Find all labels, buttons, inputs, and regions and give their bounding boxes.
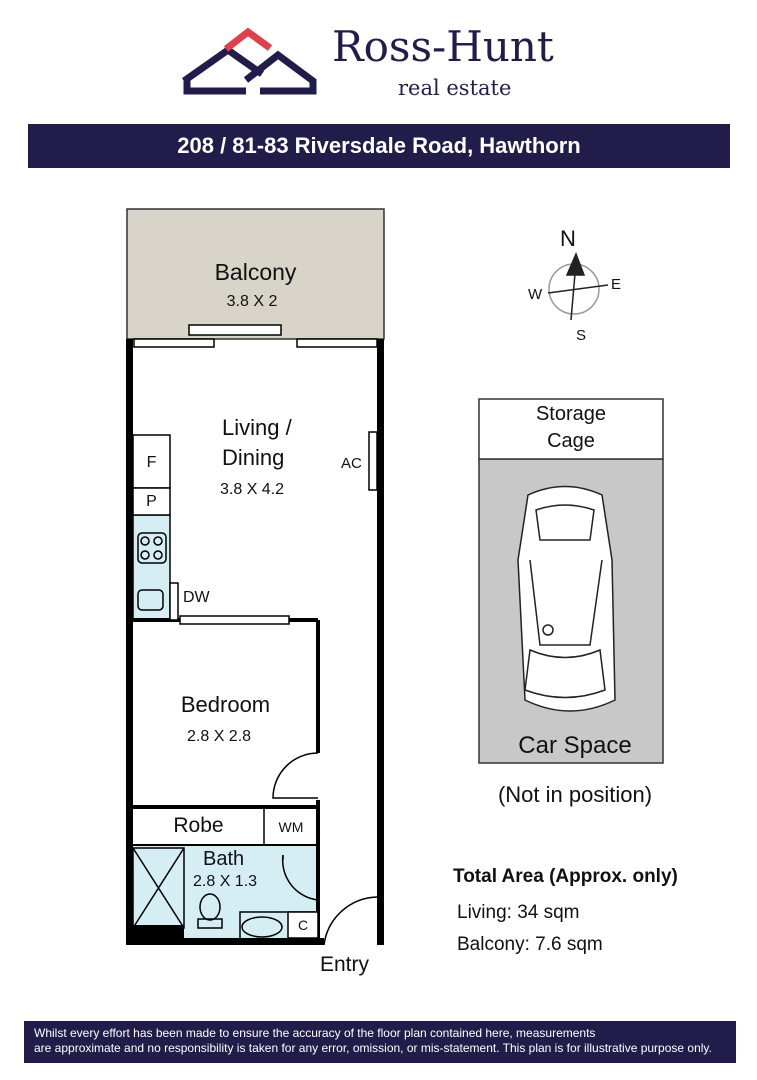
property-address-title: 208 / 81-83 Riversdale Road, Hawthorn <box>28 124 730 168</box>
storage-cage-label-line1: Storage <box>535 403 607 425</box>
balcony-size: 3.8 X 2 <box>226 293 278 310</box>
balcony-area <box>126 208 385 340</box>
living-label-line2: Dining <box>222 445 285 470</box>
bath-size: 2.8 X 1.3 <box>193 873 258 890</box>
robe-label: Robe <box>173 814 224 837</box>
disclaimer-line1: Whilst every effort has been made to ens… <box>34 1026 596 1040</box>
storage-cage-area <box>478 398 664 460</box>
fridge-label: F <box>146 454 157 471</box>
disclaimer-line2: are approximate and no responsibility is… <box>34 1041 712 1055</box>
ac-label: AC <box>341 455 362 472</box>
walls <box>126 339 384 945</box>
dishwasher-label: DW <box>183 589 210 606</box>
brand-tagline: real estate <box>398 76 512 100</box>
storage-cage-label-line2: Cage <box>547 430 595 452</box>
brand-name: Ross-Hunt <box>332 22 554 71</box>
entry-label: Entry <box>320 953 370 976</box>
compass-north: N <box>560 226 576 251</box>
cupboard-label: C <box>297 917 309 933</box>
compass-south: S <box>576 327 587 344</box>
bedroom-size: 2.8 X 2.8 <box>187 728 252 745</box>
living-area: Living: 34 sqm <box>457 902 580 923</box>
disclaimer: Whilst every effort has been made to ens… <box>24 1021 736 1063</box>
bath-area <box>133 845 318 938</box>
bath-label: Bath <box>203 848 245 870</box>
balcony-area-text: Balcony: 7.6 sqm <box>457 934 603 955</box>
car-icon <box>517 485 616 712</box>
compass-icon <box>547 252 609 321</box>
car-space-label: Car Space <box>518 732 632 759</box>
total-area-heading: Total Area (Approx. only) <box>453 866 678 887</box>
living-size: 3.8 X 4.2 <box>220 481 285 498</box>
balcony-label: Balcony <box>214 259 297 285</box>
compass-east: E <box>611 276 622 293</box>
logo-houses-icon <box>181 27 317 95</box>
bedroom-label: Bedroom <box>180 692 271 717</box>
compass-west: W <box>528 286 543 303</box>
pantry-label: P <box>146 493 157 510</box>
car-space-note: (Not in position) <box>497 782 653 807</box>
living-label-line1: Living / <box>222 415 292 440</box>
washing-machine-label: WM <box>278 819 304 835</box>
